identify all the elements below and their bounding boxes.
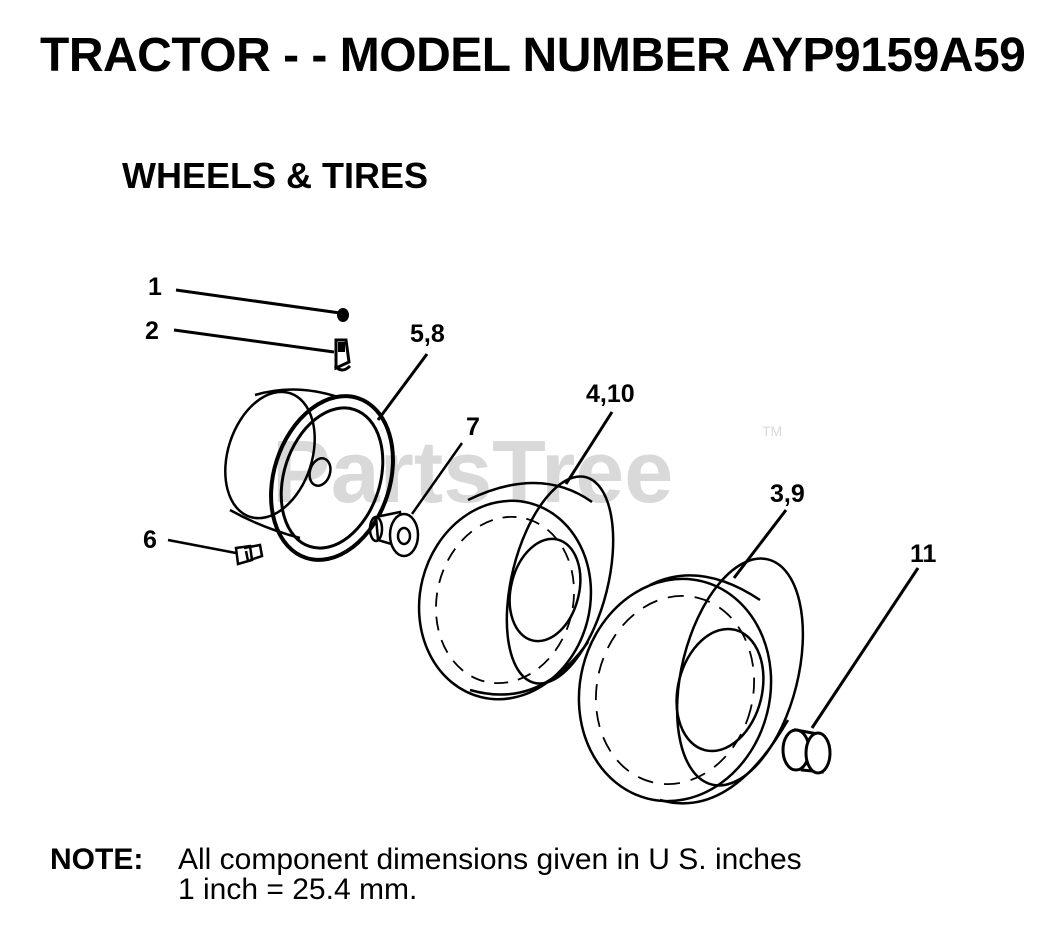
callout-7: 7 (466, 413, 480, 441)
part-wheel-rim (224, 353, 429, 562)
part-hub-cap (781, 567, 920, 775)
callout-2: 2 (145, 317, 159, 345)
part-rear-tire (577, 509, 805, 805)
part-bushing (368, 442, 464, 558)
note-line-2: 1 inch = 25.4 mm. (178, 873, 418, 906)
callout-5-8: 5,8 (410, 320, 445, 348)
watermark-tm: TM (762, 423, 782, 439)
part-front-tire (417, 411, 615, 701)
part-valve-cap (175, 288, 349, 322)
part-valve-stem (173, 328, 352, 372)
callout-4-10: 4,10 (586, 380, 635, 408)
page-title: TRACTOR - - MODEL NUMBER AYP9159A59 (40, 29, 1026, 82)
note-body: All component dimensions given in U S. i… (178, 845, 802, 905)
note-block: NOTE: All component dimensions given in U… (50, 845, 802, 905)
callout-1: 1 (148, 273, 162, 301)
callout-6: 6 (143, 526, 157, 554)
callout-3-9: 3,9 (770, 480, 805, 508)
part-lug-bolt (167, 538, 264, 566)
note-line-1: All component dimensions given in U S. i… (178, 843, 802, 876)
callout-11: 11 (910, 540, 937, 568)
note-label: NOTE: (50, 843, 144, 876)
watermark-text: PartsTree (272, 422, 673, 521)
section-title: WHEELS & TIRES (122, 155, 429, 196)
